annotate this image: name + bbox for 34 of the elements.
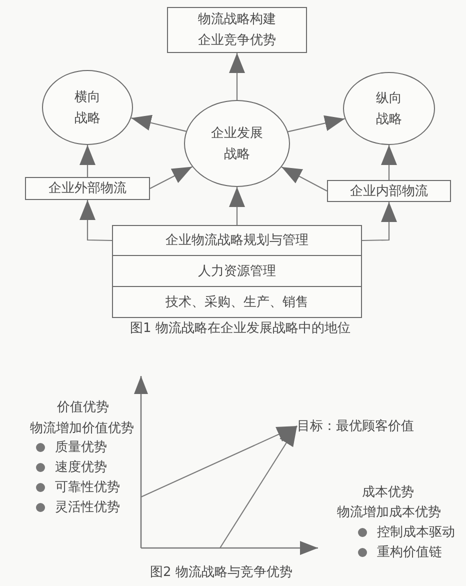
process-box: 企业外部物流: [25, 177, 150, 200]
layer-box: 人力资源管理: [112, 255, 362, 287]
heading-text: 价值优势: [57, 399, 109, 416]
arrow: [80, 145, 96, 177]
layer-box: 技术、采购、生产、销售: [112, 286, 362, 318]
arrow: [150, 166, 192, 189]
goal-text: 目标：最优顾客价值: [297, 417, 417, 435]
list-item: 质量优势: [55, 439, 107, 456]
arrow: [362, 202, 397, 242]
figure-caption: 图1 物流战略在企业发展战略中的地位: [130, 320, 350, 337]
ellipse-node: 纵向战略: [343, 72, 435, 145]
list-item: 可靠性优势: [55, 479, 120, 496]
arrow: [281, 166, 328, 192]
arrow: [220, 426, 298, 548]
arrow: [140, 426, 298, 498]
process-box: 物流战略构建企业竞争优势: [167, 7, 307, 53]
list-item: 控制成本驱动: [377, 524, 455, 541]
arrow: [80, 200, 112, 242]
subheading-text: 物流增加成本优势: [337, 504, 441, 521]
arrow: [288, 115, 345, 132]
arrow: [229, 53, 245, 100]
list-item: 重构价值链: [377, 544, 442, 561]
list-item: 速度优势: [55, 459, 107, 476]
arrow: [229, 187, 245, 225]
process-box: 企业内部物流: [327, 180, 451, 202]
heading-text: 成本优势: [362, 484, 414, 501]
subheading-text: 物流增加价值优势: [30, 420, 134, 437]
list-item: 灵活性优势: [55, 499, 120, 516]
figure-caption: 图2 物流战略与竞争优势: [150, 564, 292, 581]
ellipse-node: 横向战略: [42, 70, 133, 145]
layer-box: 企业物流战略规划与管理: [112, 225, 362, 256]
arrow: [381, 145, 397, 180]
ellipse-node: 企业发展战略: [184, 100, 290, 187]
arrow: [131, 114, 186, 132]
